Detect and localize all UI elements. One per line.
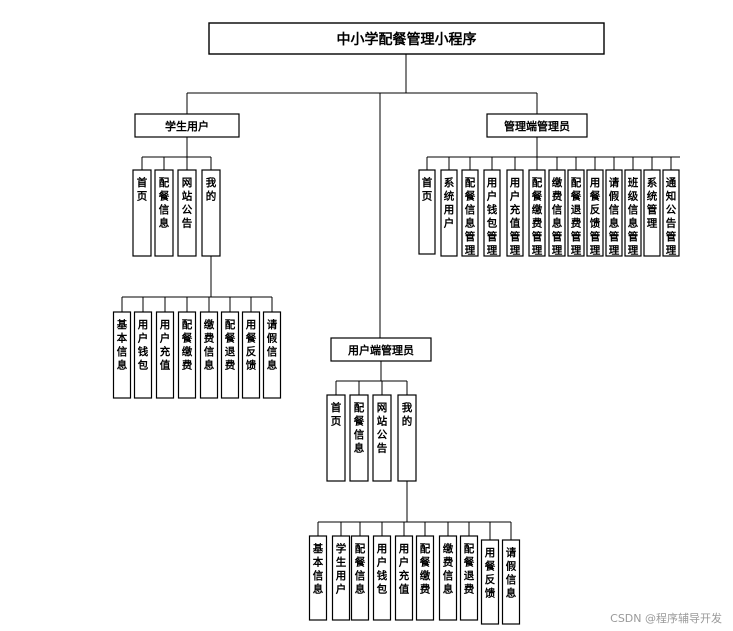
- admin-module-11-label: 班级信息管理: [628, 176, 639, 257]
- student-my-item-1-label: 基本信息: [116, 318, 128, 372]
- student-my-item-3: 用户充值: [155, 311, 175, 399]
- student-module-1-label: 首页: [137, 176, 148, 203]
- user-admin-module-4: 我的: [397, 394, 417, 482]
- user-admin-module-3-label: 网站公告: [377, 402, 388, 455]
- admin-module-7-label: 缴费信息管理: [552, 176, 563, 257]
- user-admin-module-1: 首页: [326, 394, 346, 482]
- user-admin-my-item-10-label: 请假信息: [506, 546, 517, 600]
- admin-module-2: 系统用户: [440, 169, 458, 257]
- student-my-item-8: 请假信息: [262, 311, 282, 399]
- user-admin-my-item-1-label: 基本信息: [312, 542, 324, 596]
- admin-module-3: 配餐信息管理: [461, 169, 479, 257]
- title-node: 中小学配餐管理小程序: [208, 22, 605, 55]
- role-label-admin: 管理端管理员: [504, 119, 570, 133]
- admin-module-3-label: 配餐信息管理: [464, 177, 476, 257]
- admin-module-6-label: 配餐缴费管理: [531, 177, 543, 257]
- user-admin-module-1-label: 首页: [331, 401, 342, 428]
- role-node-admin: 管理端管理员: [486, 113, 588, 138]
- student-my-item-7: 用餐反馈: [241, 311, 261, 399]
- admin-module-6: 配餐缴费管理: [528, 169, 546, 257]
- admin-module-4-label: 用户钱包管理: [486, 177, 498, 257]
- admin-module-9: 用餐反馈管理: [586, 169, 604, 257]
- user-admin-my-item-6-label: 配餐缴费: [419, 543, 431, 596]
- admin-module-4: 用户钱包管理: [483, 169, 501, 257]
- user-admin-module-4-label: 我的: [402, 401, 413, 428]
- student-my-item-6-label: 配餐退费: [224, 319, 236, 372]
- student-module-4-label: 我的: [206, 176, 217, 203]
- student-my-item-7-label: 用餐反馈: [245, 319, 257, 372]
- role-node-student: 学生用户: [134, 113, 240, 138]
- user-admin-my-item-2-label: 学生用户: [335, 542, 347, 596]
- role-label-user-admin: 用户端管理员: [348, 343, 414, 357]
- user-admin-module-2-label: 配餐信息: [353, 402, 365, 455]
- diagram-title: 中小学配餐管理小程序: [337, 31, 477, 48]
- user-admin-my-item-3-label: 配餐信息: [354, 543, 366, 596]
- student-my-item-2-label: 用户钱包: [137, 319, 149, 372]
- student-my-item-2: 用户钱包: [133, 311, 153, 399]
- student-module-4: 我的: [201, 169, 221, 257]
- admin-module-12: 系统管理: [643, 169, 661, 257]
- user-admin-my-item-10: 请假信息: [501, 539, 521, 625]
- user-admin-my-item-4: 用户钱包: [372, 535, 392, 621]
- diagram-nodes: 中小学配餐管理小程序 学生用户 管理端管理员 用户端管理员 首页配餐信息网站公告…: [112, 22, 680, 625]
- connector-lines: [121, 54, 680, 540]
- user-admin-my-item-5-label: 用户充值: [398, 543, 410, 596]
- user-admin-my-item-4-label: 用户钱包: [376, 543, 388, 596]
- admin-module-12-label: 系统管理: [647, 176, 658, 230]
- student-module-2: 配餐信息: [154, 169, 174, 257]
- student-module-3: 网站公告: [177, 169, 197, 257]
- student-my-item-4-label: 配餐缴费: [181, 319, 193, 372]
- user-admin-my-item-6: 配餐缴费: [415, 535, 435, 621]
- user-admin-my-item-2: 学生用户: [331, 535, 351, 621]
- admin-module-13: 通知公告管理: [662, 169, 680, 257]
- student-my-item-6: 配餐退费: [220, 311, 240, 399]
- admin-module-11: 班级信息管理: [624, 169, 642, 257]
- role-label-student: 学生用户: [165, 119, 209, 133]
- admin-module-8: 配餐退费管理: [567, 169, 585, 257]
- user-admin-my-item-7-label: 缴费信息: [443, 542, 454, 596]
- user-admin-module-3: 网站公告: [372, 394, 392, 482]
- role-node-user-admin: 用户端管理员: [330, 337, 432, 362]
- user-admin-my-item-3: 配餐信息: [350, 535, 370, 621]
- user-admin-module-2: 配餐信息: [349, 394, 369, 482]
- user-admin-my-item-9-label: 用餐反馈: [484, 547, 496, 600]
- student-my-item-4: 配餐缴费: [177, 311, 197, 399]
- admin-module-7: 缴费信息管理: [548, 169, 566, 257]
- user-admin-my-item-9: 用餐反馈: [480, 539, 500, 625]
- student-my-item-5-label: 缴费信息: [204, 318, 215, 372]
- student-my-item-1: 基本信息: [112, 311, 132, 399]
- student-my-item-3-label: 用户充值: [159, 319, 171, 372]
- user-admin-my-item-7: 缴费信息: [438, 535, 458, 621]
- student-my-item-5: 缴费信息: [199, 311, 219, 399]
- admin-module-2-label: 系统用户: [443, 176, 455, 230]
- student-module-3-label: 网站公告: [182, 177, 193, 230]
- student-module-2-label: 配餐信息: [158, 177, 170, 230]
- admin-module-9-label: 用餐反馈管理: [589, 177, 601, 257]
- watermark: CSDN @程序辅导开发: [610, 611, 722, 625]
- student-module-1: 首页: [132, 169, 152, 257]
- admin-module-1-label: 首页: [422, 176, 433, 203]
- admin-module-5-label: 用户充值管理: [509, 177, 521, 257]
- admin-module-10-label: 请假信息管理: [609, 176, 620, 257]
- admin-module-5: 用户充值管理: [506, 169, 524, 257]
- user-admin-my-item-8: 配餐退费: [459, 535, 479, 621]
- user-admin-my-item-5: 用户充值: [394, 535, 414, 621]
- user-admin-my-item-1: 基本信息: [308, 535, 328, 621]
- admin-module-13-label: 通知公告管理: [666, 177, 677, 257]
- admin-module-8-label: 配餐退费管理: [570, 177, 582, 257]
- admin-module-10: 请假信息管理: [605, 169, 623, 257]
- admin-module-1: 首页: [418, 169, 436, 255]
- user-admin-my-item-8-label: 配餐退费: [463, 543, 475, 596]
- student-my-item-8-label: 请假信息: [267, 318, 278, 372]
